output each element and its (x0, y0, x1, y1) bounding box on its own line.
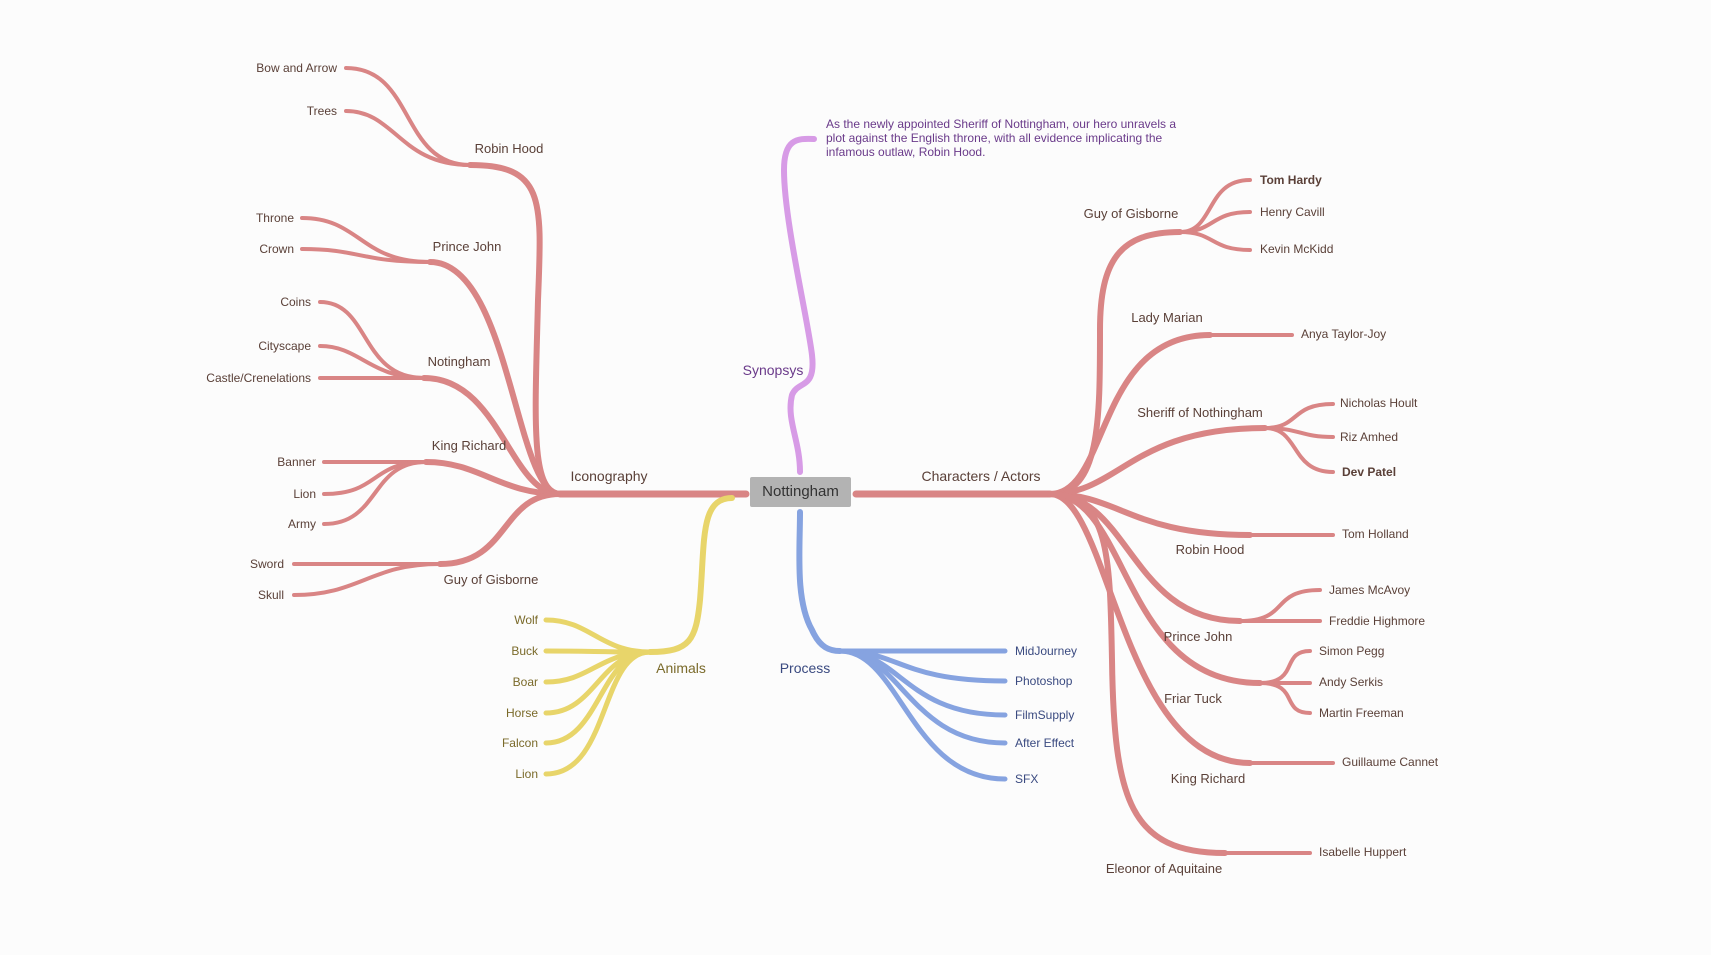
icon-item-crown[interactable]: Crown (259, 242, 294, 256)
actor-simon-pegg[interactable]: Simon Pegg (1319, 644, 1385, 658)
process-sfx[interactable]: SFX (1015, 772, 1039, 786)
icon-item-castle[interactable]: Castle/Crenelations (206, 371, 311, 385)
character-eleonor-of-aquitaine[interactable]: Eleonor of Aquitaine (1105, 861, 1223, 876)
iconography-node[interactable]: Iconography (570, 468, 648, 484)
process-photoshop[interactable]: Photoshop (1015, 674, 1073, 688)
synopsis-text: As the newly appointed Sheriff of Nottin… (826, 117, 1176, 159)
process-links (796, 509, 1008, 782)
character-guy-of-gisborne[interactable]: Guy of Gisborne (1083, 206, 1179, 221)
process-midjourney[interactable]: MidJourney (1015, 644, 1078, 658)
animal-lion[interactable]: Lion (515, 767, 538, 781)
icon-item-coins[interactable]: Coins (280, 295, 311, 309)
iconography-links (292, 66, 750, 597)
synopsis-links (780, 135, 817, 475)
icon-item-lion[interactable]: Lion (293, 487, 316, 501)
animals-node[interactable]: Animals (656, 660, 706, 676)
icon-item-throne[interactable]: Throne (255, 211, 294, 225)
actor-riz-amhed[interactable]: Riz Amhed (1340, 430, 1399, 444)
actor-guillaume-cannet[interactable]: Guillaume Cannet (1342, 755, 1439, 769)
process-node[interactable]: Process (779, 660, 831, 676)
root-node[interactable]: Nottingham (750, 477, 851, 507)
animal-boar[interactable]: Boar (512, 675, 538, 689)
iconography-king-richard[interactable]: King Richard (431, 438, 507, 453)
actor-henry-cavill[interactable]: Henry Cavill (1260, 205, 1325, 219)
icon-item-army[interactable]: Army (288, 517, 316, 531)
actor-isabelle-huppert[interactable]: Isabelle Huppert (1319, 845, 1407, 859)
characters-node[interactable]: Characters / Actors (921, 468, 1041, 484)
actor-kevin-mckidd[interactable]: Kevin McKidd (1260, 242, 1334, 256)
actor-dev-patel[interactable]: Dev Patel (1342, 465, 1397, 479)
process-filmsupply[interactable]: FilmSupply (1015, 708, 1075, 722)
actor-tom-hardy[interactable]: Tom Hardy (1260, 173, 1322, 187)
icon-item-trees[interactable]: Trees (306, 104, 337, 118)
process-after-effect[interactable]: After Effect (1015, 736, 1075, 750)
character-sheriff[interactable]: Sheriff of Nothingham (1137, 405, 1263, 420)
characters-links (852, 178, 1335, 856)
iconography-robin-hood[interactable]: Robin Hood (474, 141, 544, 156)
character-prince-john[interactable]: Prince John (1163, 629, 1233, 644)
animal-buck[interactable]: Buck (511, 644, 538, 658)
animal-horse[interactable]: Horse (505, 706, 538, 720)
actor-andy-serkis[interactable]: Andy Serkis (1319, 675, 1384, 689)
actor-tom-holland[interactable]: Tom Holland (1342, 527, 1409, 541)
actor-james-mcavoy[interactable]: James McAvoy (1329, 583, 1411, 597)
character-lady-marian[interactable]: Lady Marian (1131, 310, 1203, 325)
animal-falcon[interactable]: Falcon (501, 736, 538, 750)
iconography-nottingham[interactable]: Notingham (427, 354, 491, 369)
icon-item-banner[interactable]: Banner (277, 455, 316, 469)
icon-item-bow-and-arrow[interactable]: Bow and Arrow (256, 61, 337, 75)
actor-martin-freeman[interactable]: Martin Freeman (1319, 706, 1404, 720)
synopsis-node[interactable]: Synopsys (742, 362, 804, 378)
actor-nicholas-hoult[interactable]: Nicholas Hoult (1340, 396, 1418, 410)
animal-wolf[interactable]: Wolf (514, 613, 538, 627)
icon-item-sword[interactable]: Sword (249, 557, 284, 571)
animals-links (543, 495, 735, 777)
iconography-prince-john[interactable]: Prince John (432, 239, 502, 254)
actor-freddie-highmore[interactable]: Freddie Highmore (1329, 614, 1426, 628)
icon-item-skull[interactable]: Skull (257, 588, 284, 602)
iconography-guy-of-gisborne[interactable]: Guy of Gisborne (443, 572, 539, 587)
character-king-richard[interactable]: King Richard (1170, 771, 1246, 786)
character-robin-hood[interactable]: Robin Hood (1175, 542, 1245, 557)
actor-anya-taylor-joy[interactable]: Anya Taylor-Joy (1301, 327, 1387, 341)
character-friar-tuck[interactable]: Friar Tuck (1164, 691, 1222, 706)
icon-item-cityscape[interactable]: Cityscape (258, 339, 311, 353)
